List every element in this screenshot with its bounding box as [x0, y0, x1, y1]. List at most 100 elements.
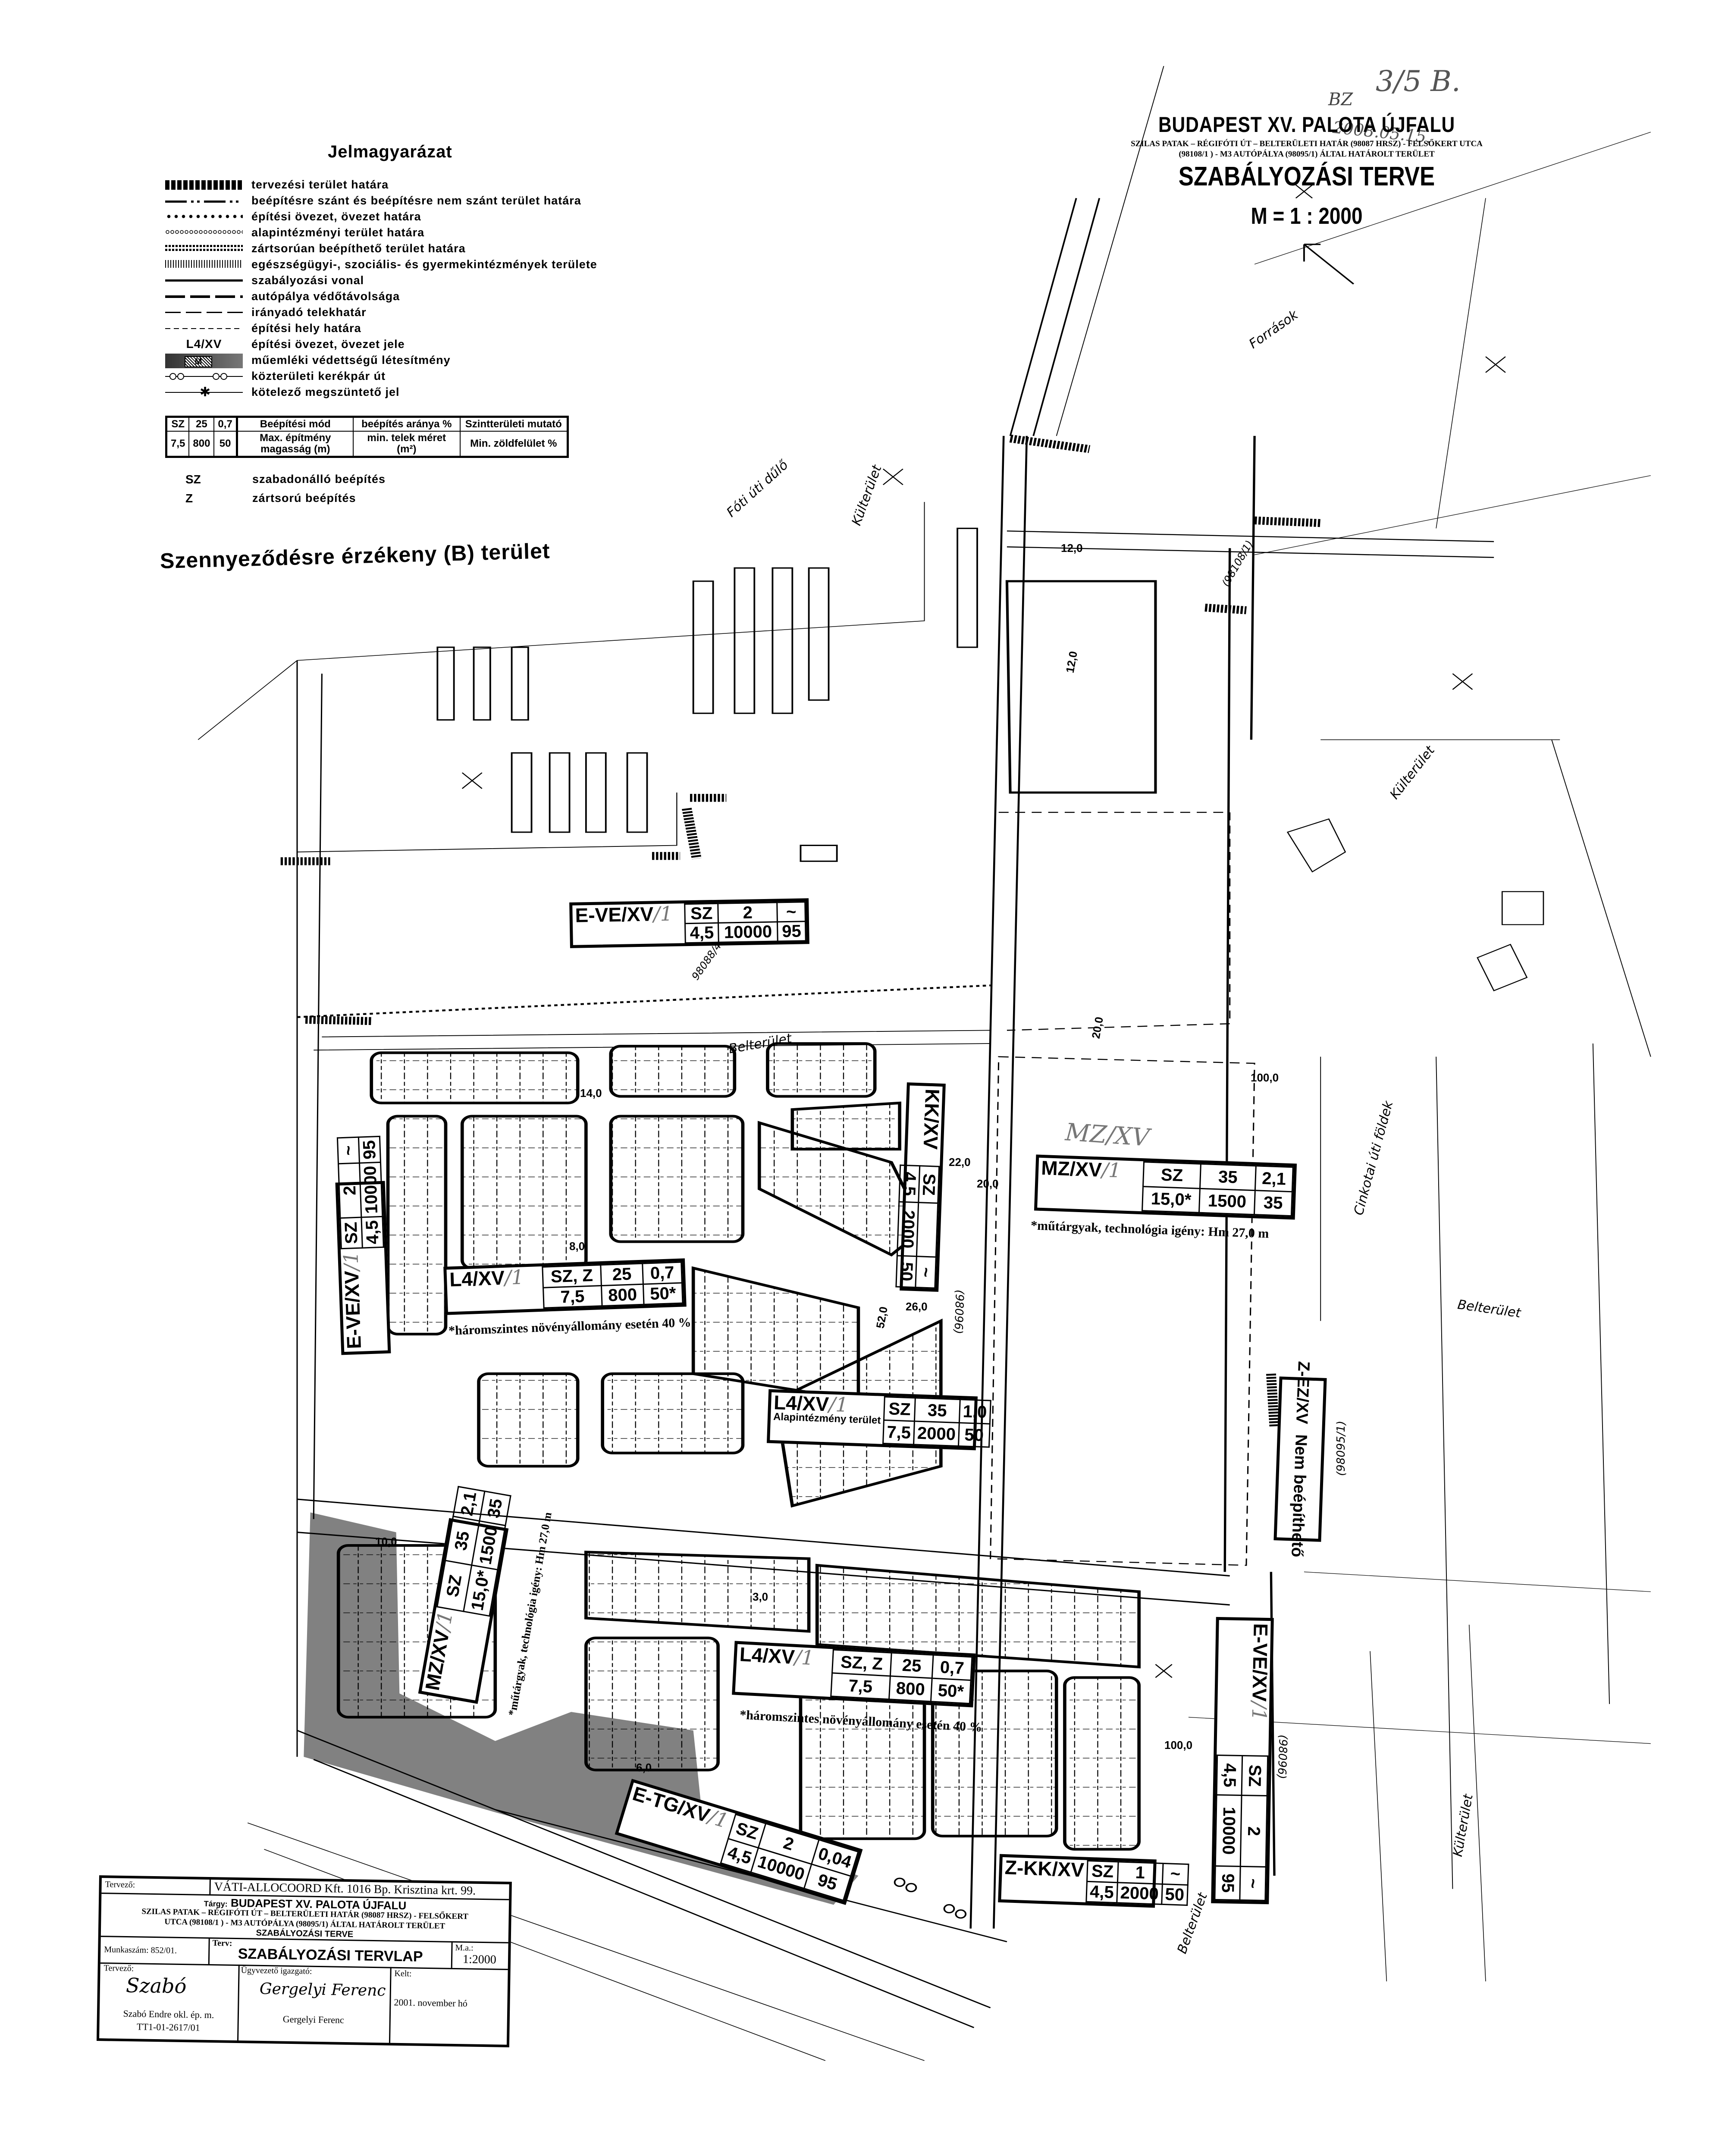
legend-item: zártsorúan beépíthető terület határa [165, 241, 648, 257]
dimension-label: 100,0 [1164, 1739, 1193, 1752]
min-lot-size: 2000 [1117, 1882, 1162, 1905]
mode-label-sz: szabadonálló beépítés [252, 473, 386, 486]
tb-plan-cell: Terv: SZABÁLYOZÁSI TERVLAP [208, 1937, 453, 1968]
legend-item-label: alapintézményi terület határa [251, 226, 425, 239]
min-lot-size: 2000 [897, 1202, 919, 1257]
min-green-area: 95 [358, 1136, 381, 1163]
min-lot-size: 2000 [913, 1421, 960, 1446]
handwritten-suffix: /1 [653, 902, 673, 925]
dimension-label: 14,0 [580, 1087, 602, 1100]
legend-item: alapintézményi terület határa [165, 226, 648, 241]
handwritten-suffix: /1 [430, 1609, 457, 1633]
floor-area-ratio: ~ [1162, 1863, 1189, 1885]
tb-date: 2001. november hó [394, 1996, 468, 2009]
planner-signature: Szabó [125, 1974, 187, 1998]
map-scale: M = 1 : 2000 [1251, 203, 1363, 229]
double-dotted-line-icon [165, 245, 243, 251]
tb-director-label: Ügyvezető igazgató: [241, 1965, 312, 1976]
building-mode: SZ [340, 1217, 363, 1249]
map-subtitle: SZILAS PATAK – RÉGIFÓTI ÚT – BELTERÜLETI… [1078, 139, 1535, 160]
approval-initials-handwritten: BZ [1328, 90, 1353, 110]
zone-code: E-VE/XV/1 [1248, 1623, 1273, 1721]
min-lot-size: 10000 [718, 921, 778, 943]
legend-item: tervezési terület határa [165, 178, 648, 193]
legend-cell: 800 [188, 431, 215, 458]
thick-hatched-line-icon [165, 180, 243, 190]
zone-code: Z-KK/XV [1004, 1855, 1085, 1881]
min-green-area: 50 [896, 1256, 917, 1288]
tb-job-number: Munkaszám: 852/01. [104, 1945, 177, 1955]
tb-designer-label: Tervező: [105, 1880, 135, 1890]
dimension-label: 12,0 [1061, 542, 1083, 555]
tb-planner-cell: Tervező: Szabó Szabó Endre okl. ép. m. T… [99, 1962, 240, 2041]
max-height: 4,5 [899, 1165, 920, 1203]
legend-cell: SZ [166, 416, 190, 432]
tb-planner-name: Szabó Endre okl. ép. m. [123, 2008, 214, 2021]
max-height: 7,5 [883, 1420, 915, 1445]
min-green-area: 95 [777, 921, 806, 941]
legend-item-label: zártsorúan beépíthető terület határa [251, 242, 466, 255]
min-green-area: 95 [1214, 1866, 1241, 1900]
legend-item: egészségügyi-, szociális- és gyermekinté… [165, 257, 648, 273]
legend-cell: beépítés aránya % [352, 416, 461, 432]
zone-code: MZ/XV/1 [420, 1609, 457, 1692]
building-mode: SZ [1143, 1162, 1201, 1188]
dimension-label: 8,0 [569, 1240, 585, 1253]
tb-subject-label: Tárgy: [204, 1899, 228, 1908]
handwritten-suffix: /1 [794, 1645, 815, 1670]
dimension-label: 100,0 [1251, 1071, 1279, 1084]
legend-cell: 25 [188, 416, 215, 432]
dotted-line-icon [165, 215, 243, 218]
mode-label-z: zártsorú beépítés [252, 492, 356, 505]
parcel-number: (98096) [1275, 1734, 1289, 1780]
sheet-number-handwritten: 3/5 B. [1376, 65, 1461, 98]
handwritten-suffix: /1 [706, 1805, 731, 1833]
legend-item-label: beépítésre szánt és beépítésre nem szánt… [251, 194, 581, 207]
dash-dot-dot-line-icon [165, 201, 243, 203]
cross-line-icon: ✱ [165, 386, 243, 399]
zone-note: Nem beépíthető [1288, 1434, 1311, 1557]
legend-item: közterületi kerékpár út [165, 369, 648, 385]
tb-date-label: Kelt: [394, 1968, 412, 1979]
legend-item: építési övezet, övezet határa [165, 210, 648, 225]
floor-area-ratio: ~ [915, 1256, 936, 1288]
fine-dash-line-icon [165, 328, 243, 329]
vertical-hatch-line-icon [165, 260, 243, 268]
legend-title: Jelmagyarázat [328, 142, 452, 161]
bike-path-line-icon [165, 373, 243, 380]
legend-cell: Beépítési mód [236, 416, 354, 432]
legend-item: autópálya védőtávolsága [165, 289, 648, 305]
subtitle-line-2: (98108/1 ) - M3 AUTÓPÁLYA (98095/1) ÁLTA… [1179, 150, 1435, 159]
legend-cell: 0,7 [213, 416, 238, 432]
min-lot-size: 1500 [1199, 1188, 1255, 1215]
floor-area-ratio: ~ [337, 1137, 360, 1164]
title-block: Tervező: VÁTI-ALLOCOORD Kft. 1016 Bp. Kr… [96, 1875, 512, 2047]
building-mode: SZ, Z [542, 1265, 602, 1288]
legend-item: szabályozási vonal [165, 273, 648, 289]
tb-scale: 1:2000 [462, 1952, 497, 1967]
coverage-ratio: 1 [1117, 1861, 1163, 1884]
floor-area-ratio: ~ [777, 902, 806, 922]
zone-code: E-VE/XV/1 [339, 1251, 365, 1350]
dimension-label: 6,0 [636, 1761, 652, 1774]
max-height: 4,5 [685, 923, 719, 943]
coverage-ratio: 2 [338, 1163, 361, 1218]
mode-code-z: Z [185, 492, 193, 505]
legend-item: irányadó telekhatár [165, 305, 648, 321]
min-green-area: 35 [1254, 1190, 1292, 1216]
